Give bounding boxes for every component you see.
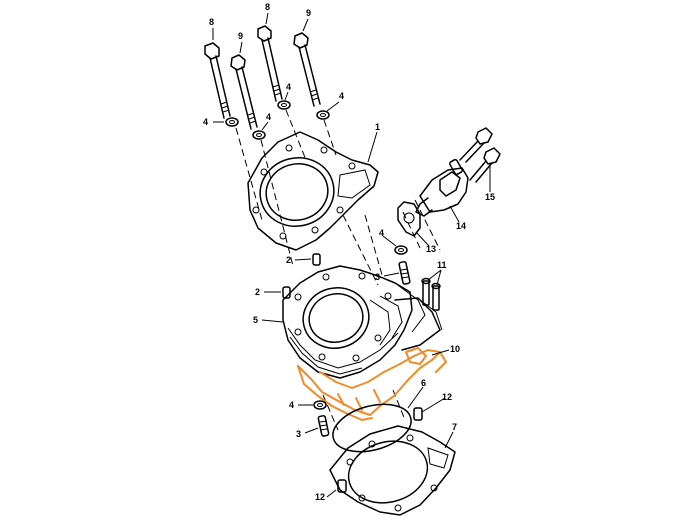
stud-3-upper[interactable] — [398, 261, 411, 285]
callout-9-left: 9 — [238, 31, 243, 41]
base-gasket-7[interactable] — [329, 425, 456, 516]
dowel-pin-12-upper[interactable] — [413, 407, 423, 421]
callout-12-upper: 12 — [442, 392, 452, 402]
washer-4-upper-mid[interactable] — [252, 130, 266, 140]
cylinder-lower-highlight-10[interactable] — [297, 347, 447, 421]
callout-4-a: 4 — [203, 117, 208, 127]
dowel-pin-2-upper[interactable] — [312, 253, 321, 266]
callout-6: 6 — [421, 378, 426, 388]
callout-12-lower: 12 — [315, 492, 325, 502]
callout-2-a: 2 — [286, 255, 291, 265]
tensioner-body-14[interactable] — [415, 158, 469, 217]
leader-lines — [212, 12, 491, 498]
callout-13: 13 — [426, 244, 436, 254]
callout-4-d: 4 — [339, 91, 344, 101]
o-ring-6[interactable] — [328, 396, 417, 459]
callout-11: 11 — [437, 260, 447, 270]
callout-1: 1 — [375, 122, 380, 132]
dowel-pin-12-lower[interactable] — [337, 479, 347, 493]
callout-2-b: 2 — [255, 287, 260, 297]
callout-8-left: 8 — [209, 17, 214, 27]
head-gasket-1[interactable] — [247, 131, 379, 251]
callout-4-c: 4 — [286, 82, 291, 92]
callout-4-b: 4 — [266, 112, 271, 122]
callout-3-a: 3 — [375, 272, 380, 282]
head-bolt-8-right[interactable] — [257, 25, 283, 102]
stud-3-lower[interactable] — [317, 415, 330, 437]
callout-15: 15 — [485, 192, 495, 202]
washer-4-upper-left[interactable] — [225, 117, 239, 127]
cylinder-5[interactable] — [282, 265, 443, 379]
bolt-11-right[interactable] — [431, 282, 441, 311]
head-bolt-9-right[interactable] — [293, 32, 321, 107]
callout-labels: 8 8 9 9 4 4 4 4 1 2 2 5 4 3 11 13 14 15 … — [203, 2, 495, 502]
washer-4-upper-right[interactable] — [316, 110, 330, 120]
head-bolt-9-left[interactable] — [230, 54, 258, 130]
tensioner-bolt-15-lower[interactable] — [469, 147, 501, 183]
bolt-11-left[interactable] — [421, 277, 431, 306]
head-bolt-8-left[interactable] — [204, 42, 231, 119]
tensioner-bolt-15-upper[interactable] — [459, 127, 493, 163]
callout-4-e: 4 — [379, 228, 384, 238]
callout-9-right: 9 — [306, 8, 311, 18]
washer-4-upper-center[interactable] — [277, 100, 291, 110]
callout-3-b: 3 — [296, 429, 301, 439]
callout-8-right: 8 — [265, 2, 270, 12]
callout-4-f: 4 — [289, 400, 294, 410]
tensioner-gasket-13[interactable] — [397, 201, 421, 237]
washer-4-mid[interactable] — [394, 245, 408, 255]
washer-4-lower[interactable] — [313, 400, 327, 410]
callout-7: 7 — [452, 422, 457, 432]
callout-5: 5 — [253, 315, 258, 325]
callout-10: 10 — [450, 344, 460, 354]
callout-14: 14 — [456, 221, 466, 231]
